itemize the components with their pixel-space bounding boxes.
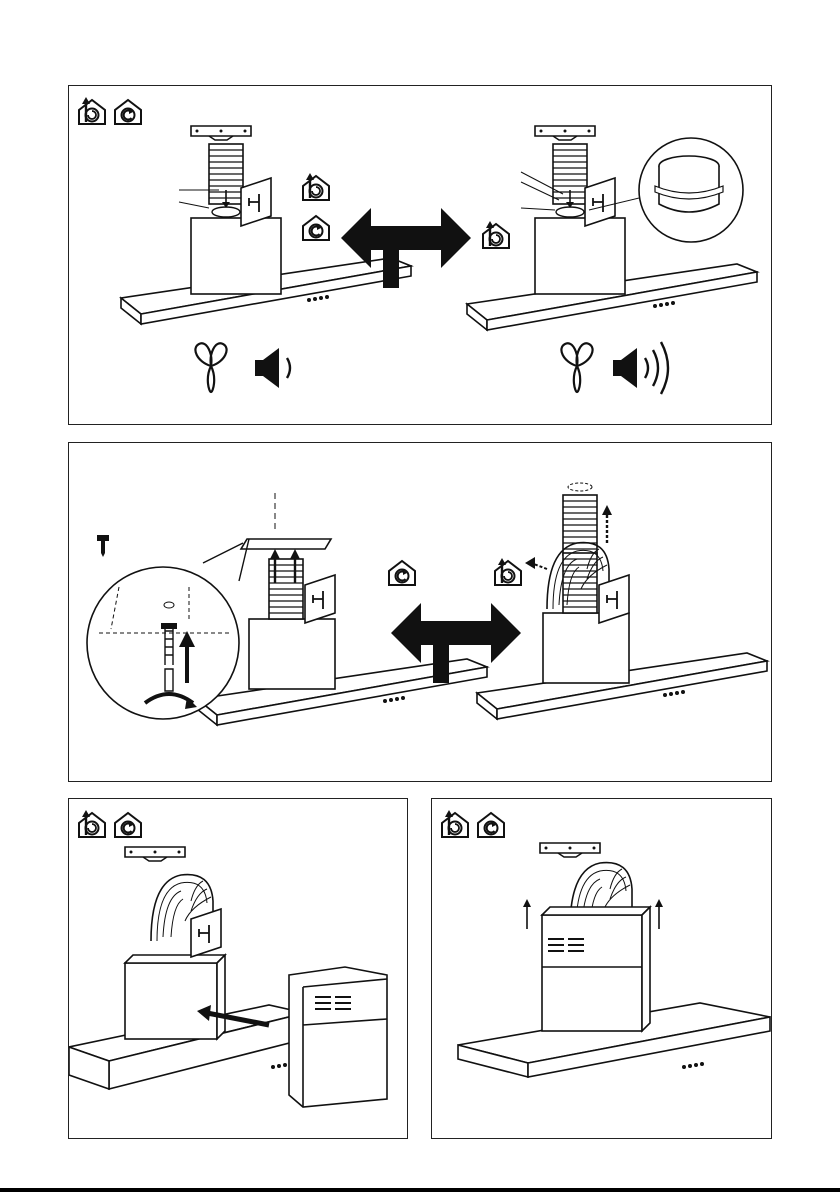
- hood: [69, 847, 305, 1089]
- extraction-house-icon: [77, 97, 107, 125]
- recirculation-house-icon: [478, 813, 504, 837]
- extraction-house-icon: [77, 810, 107, 838]
- speaker-high-icon: [613, 342, 668, 394]
- fan-icon: [195, 343, 226, 392]
- panel-duct-fixing: [68, 442, 772, 782]
- page-bottom-rule: [0, 1188, 840, 1192]
- filter-zoom-detail: [639, 138, 743, 242]
- chimney-cover: [289, 967, 387, 1107]
- hood-left: [197, 493, 487, 725]
- fan-icon: [561, 343, 592, 392]
- recirculation-house-icon: [115, 100, 141, 124]
- panel-mode-choice: [68, 85, 772, 425]
- extraction-house-icon: [493, 558, 523, 586]
- extraction-house-icon: [301, 173, 331, 201]
- extraction-house-icon: [481, 221, 511, 249]
- extraction-house-icon: [440, 810, 470, 838]
- screw-icon: [97, 535, 109, 557]
- hood-right: [477, 483, 767, 719]
- panel-fit-chimney: [68, 798, 408, 1139]
- screw-zoom-detail: [87, 539, 249, 719]
- speaker-low-icon: [255, 348, 290, 388]
- recirculation-house-icon: [115, 813, 141, 837]
- hood: [458, 843, 770, 1077]
- recirculation-house-icon: [303, 216, 329, 240]
- panel-raise-chimney: [431, 798, 772, 1139]
- recirculation-house-icon: [389, 561, 415, 585]
